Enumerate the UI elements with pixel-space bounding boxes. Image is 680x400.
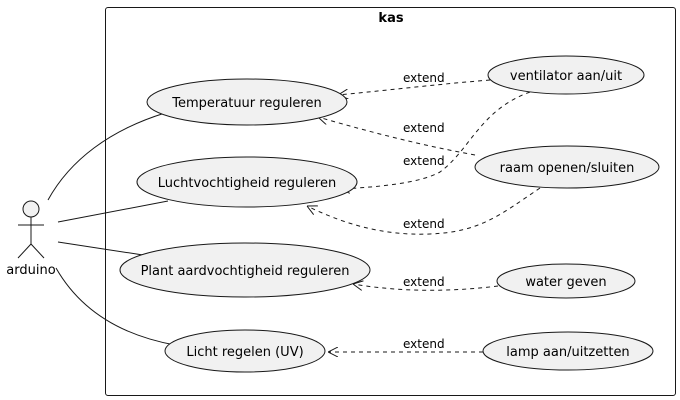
actor-arduino bbox=[17, 200, 45, 259]
use-case-licht: Licht regelen (UV) bbox=[164, 329, 326, 373]
svg-text:ventilator aan/uit: ventilator aan/uit bbox=[510, 69, 622, 84]
extend-label: extend bbox=[403, 275, 445, 289]
extend-raam-to-temp bbox=[318, 117, 476, 156]
extend-vent-to-temp bbox=[338, 79, 491, 95]
association-luchtvochtigheid bbox=[57, 200, 169, 223]
association-licht bbox=[55, 267, 176, 346]
extend-water-to-plant bbox=[353, 284, 499, 291]
association-plant bbox=[57, 241, 144, 256]
svg-text:Plant aardvochtigheid regulere: Plant aardvochtigheid reguleren bbox=[141, 264, 350, 279]
system-title: kas bbox=[378, 11, 403, 26]
associations bbox=[47, 112, 176, 346]
extend-label: extend bbox=[403, 217, 445, 231]
system-boundary bbox=[105, 7, 676, 396]
extend-raam-to-lucht bbox=[307, 187, 541, 235]
actor-label: arduino bbox=[6, 263, 55, 278]
svg-text:raam openen/sluiten: raam openen/sluiten bbox=[500, 161, 635, 176]
extend-vent-to-lucht bbox=[340, 91, 531, 189]
extend-label: extend bbox=[403, 71, 445, 85]
actor-left-leg bbox=[17, 243, 32, 259]
use-case-plant-aardvochtigheid: Plant aardvochtigheid reguleren bbox=[119, 242, 371, 298]
svg-text:lamp aan/uitzetten: lamp aan/uitzetten bbox=[506, 345, 629, 360]
svg-text:water geven: water geven bbox=[525, 275, 606, 290]
actor-head bbox=[22, 200, 40, 218]
actor-right-leg bbox=[30, 243, 45, 259]
use-case-raam: raam openen/sluiten bbox=[474, 145, 660, 189]
extend-label: extend bbox=[403, 121, 445, 135]
use-case-luchtvochtigheid: Luchtvochtigheid reguleren bbox=[136, 156, 358, 208]
extend-label: extend bbox=[403, 154, 445, 168]
svg-text:Temperatuur reguleren: Temperatuur reguleren bbox=[171, 96, 321, 111]
extend-relations bbox=[307, 79, 541, 352]
use-case-lamp: lamp aan/uitzetten bbox=[482, 331, 654, 371]
association-temperatuur bbox=[47, 112, 166, 201]
use-case-temperatuur: Temperatuur reguleren bbox=[146, 78, 348, 126]
svg-text:Licht regelen (UV): Licht regelen (UV) bbox=[186, 345, 303, 360]
use-case-water-geven: water geven bbox=[496, 263, 636, 299]
extend-labels: extend extend extend extend extend exten… bbox=[403, 71, 445, 351]
use-case-ventilator: ventilator aan/uit bbox=[487, 55, 645, 95]
extend-label: extend bbox=[403, 337, 445, 351]
svg-text:Luchtvochtigheid reguleren: Luchtvochtigheid reguleren bbox=[158, 176, 336, 191]
